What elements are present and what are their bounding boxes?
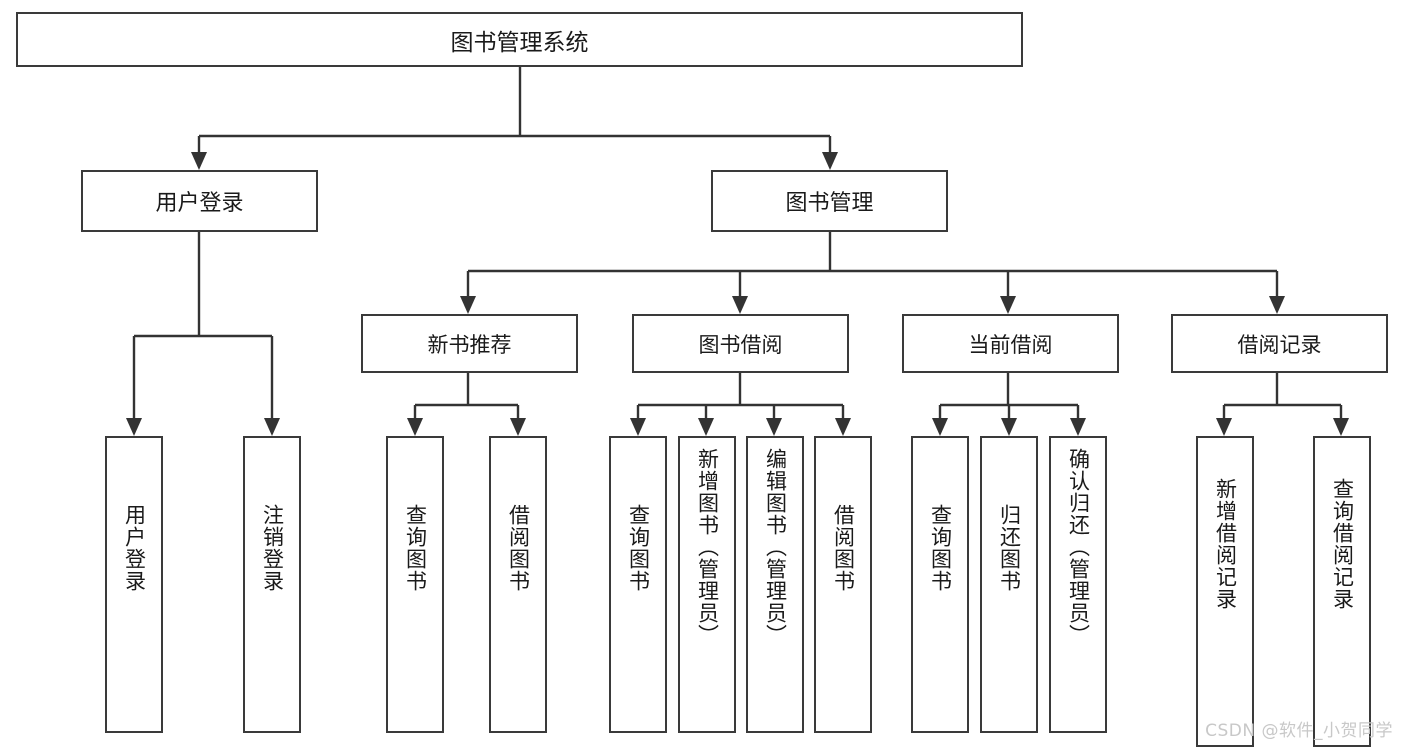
leaf-borrow-book-recommend[interactable]: 借阅图书	[489, 436, 547, 733]
node-label: 借阅记录	[1237, 332, 1322, 357]
leaf-label: 借阅图书	[831, 504, 856, 592]
arrow-to-leaf-return-book	[1001, 418, 1017, 436]
node-label: 图书管理系统	[450, 29, 589, 56]
leaf-borrow-book[interactable]: 借阅图书	[814, 436, 872, 733]
node-label: 图书管理	[785, 191, 874, 216]
node-book-borrow[interactable]: 图书借阅	[632, 314, 849, 373]
arrow-to-leaf-confirm-return	[1070, 418, 1086, 436]
leaf-add-book[interactable]: 新增图书（管理员）	[678, 436, 736, 733]
arrow-to-user-login	[191, 152, 207, 170]
leaf-query-book-current[interactable]: 查询图书	[911, 436, 969, 733]
leaf-query-book-recommend[interactable]: 查询图书	[386, 436, 444, 733]
arrow-to-leaf-query-record	[1333, 418, 1349, 436]
node-current-borrow[interactable]: 当前借阅	[902, 314, 1119, 373]
leaf-user-login[interactable]: 用户登录	[105, 436, 163, 733]
leaf-label: 新增图书（管理员）	[695, 448, 720, 646]
watermark-text: CSDN @软件_小贺同学	[1205, 721, 1393, 741]
node-new-book-recommend[interactable]: 新书推荐	[361, 314, 578, 373]
leaf-label: 用户登录	[122, 504, 147, 592]
leaf-label: 查询借阅记录	[1330, 478, 1355, 610]
leaf-confirm-return[interactable]: 确认归还（管理员）	[1049, 436, 1107, 733]
leaf-label: 查询图书	[928, 504, 953, 592]
leaf-edit-book[interactable]: 编辑图书（管理员）	[746, 436, 804, 733]
arrow-to-leaf-query-book-2	[630, 418, 646, 436]
leaf-label: 编辑图书（管理员）	[763, 448, 788, 646]
arrow-to-book-borrow	[732, 296, 748, 314]
arrow-to-leaf-query-book-1	[407, 418, 423, 436]
node-label: 新书推荐	[427, 332, 512, 357]
arrow-to-leaf-logout	[264, 418, 280, 436]
node-user-login[interactable]: 用户登录	[81, 170, 318, 232]
arrow-to-leaf-borrow-book-2	[835, 418, 851, 436]
arrow-to-borrow-record	[1269, 296, 1285, 314]
arrow-to-leaf-add-record	[1216, 418, 1232, 436]
leaf-label: 查询图书	[403, 504, 428, 592]
leaf-query-borrow-record[interactable]: 查询借阅记录	[1313, 436, 1371, 747]
leaf-label: 新增借阅记录	[1213, 478, 1238, 610]
node-label: 图书借阅	[698, 332, 783, 357]
arrow-to-book-manage	[822, 152, 838, 170]
leaf-label: 借阅图书	[506, 504, 531, 592]
arrow-to-leaf-user-login	[126, 418, 142, 436]
arrow-to-leaf-add-book	[698, 418, 714, 436]
node-label: 用户登录	[155, 191, 244, 216]
leaf-query-book-borrow[interactable]: 查询图书	[609, 436, 667, 733]
arrow-to-leaf-borrow-book-1	[510, 418, 526, 436]
leaf-label: 查询图书	[626, 504, 651, 592]
arrow-to-new-book-recommend	[460, 296, 476, 314]
arrow-to-current-borrow	[1000, 296, 1016, 314]
leaf-return-book[interactable]: 归还图书	[980, 436, 1038, 733]
arrow-to-leaf-edit-book	[766, 418, 782, 436]
arrow-to-leaf-query-book-3	[932, 418, 948, 436]
leaf-label: 归还图书	[997, 504, 1022, 592]
node-borrow-record[interactable]: 借阅记录	[1171, 314, 1388, 373]
node-root-system[interactable]: 图书管理系统	[16, 12, 1023, 67]
node-book-manage[interactable]: 图书管理	[711, 170, 948, 232]
leaf-label: 确认归还（管理员）	[1066, 448, 1091, 646]
leaf-add-borrow-record[interactable]: 新增借阅记录	[1196, 436, 1254, 747]
leaf-label: 注销登录	[260, 504, 285, 592]
leaf-logout-login[interactable]: 注销登录	[243, 436, 301, 733]
node-label: 当前借阅	[968, 332, 1053, 357]
